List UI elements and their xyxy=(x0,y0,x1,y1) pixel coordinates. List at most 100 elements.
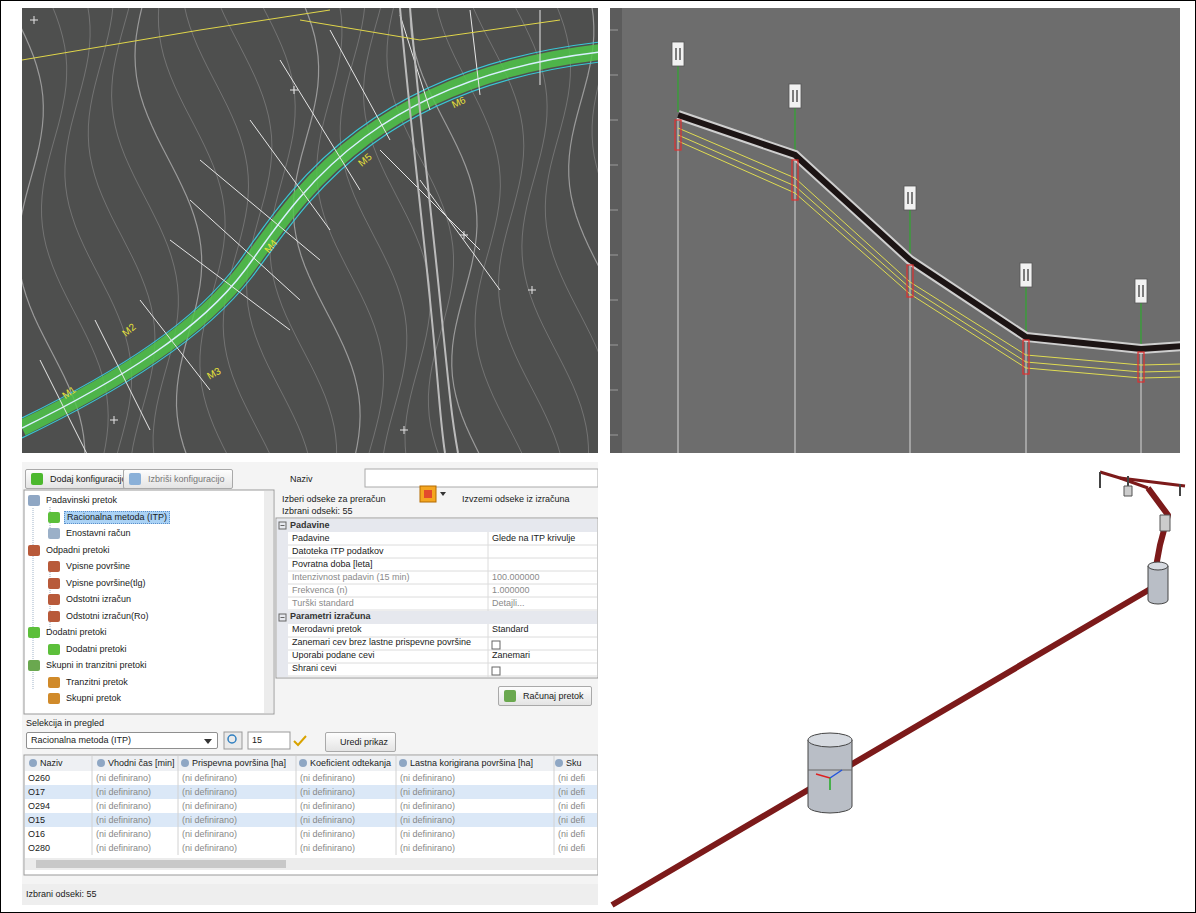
contour-line xyxy=(592,8,598,453)
table-cell: (ni defi xyxy=(558,800,585,813)
profile-background xyxy=(610,8,1180,453)
ui-label: Glede na ITP krivulje xyxy=(492,532,575,545)
table-cell: (ni definirano) xyxy=(400,814,455,827)
status-bar xyxy=(22,884,598,905)
ui-label: 100.000000 xyxy=(492,571,540,584)
icon xyxy=(48,528,60,539)
ui-label: O260 xyxy=(28,772,50,785)
table-cell: (ni defi xyxy=(558,772,585,785)
contour-line xyxy=(135,8,202,453)
table-cell: (ni definirano) xyxy=(400,800,455,813)
ui-label: Parametri izračuna xyxy=(290,610,371,623)
pipeline-route xyxy=(22,8,598,453)
axis-ticks xyxy=(610,30,618,435)
property-grid xyxy=(276,518,598,678)
icon xyxy=(48,512,60,523)
icon xyxy=(29,759,37,767)
ui-label: 1.000000 xyxy=(492,584,530,597)
table-grid xyxy=(92,756,554,855)
table-cell: (ni definirano) xyxy=(96,842,151,855)
icon xyxy=(48,594,60,605)
table-cell: (ni definirano) xyxy=(400,786,455,799)
ui-label: O294 xyxy=(28,800,50,813)
ui-label: Merodavni pretok xyxy=(292,623,362,636)
contour-line xyxy=(569,8,598,453)
ui-label: Intenzivnost padavin (15 min) xyxy=(292,571,410,584)
ui-label: Skupni pretok xyxy=(64,692,123,705)
ui-label: Dodatni pretoki xyxy=(44,626,109,639)
property-gutter xyxy=(277,519,288,677)
contour-line xyxy=(545,8,598,453)
button-text: Racionalna metoda (ITP) xyxy=(31,735,131,745)
manhole-3d xyxy=(808,733,852,813)
ui-label: Racionalna metoda (ITP) xyxy=(64,511,170,524)
table-cell: (ni definirano) xyxy=(300,842,355,855)
icon xyxy=(48,561,60,572)
column-header: Prispevna površina [ha] xyxy=(192,757,286,770)
ui-label: O280 xyxy=(28,842,50,855)
search-button xyxy=(224,732,242,749)
table-scrollbar xyxy=(25,858,597,870)
ui-label: Tranzitni pretok xyxy=(64,676,130,689)
icon xyxy=(28,545,40,556)
table-cell: (ni defi xyxy=(558,786,585,799)
table-cell: (ni defi xyxy=(558,814,585,827)
button-text: Dodaj konfiguracijo xyxy=(50,474,127,484)
view3d-background xyxy=(610,462,1180,905)
ui-label: 15 xyxy=(252,734,262,747)
ui-label: Povratna doba [leta] xyxy=(292,558,373,571)
ui-label: Vpisne površine(tlg) xyxy=(64,577,148,590)
contour-line xyxy=(158,8,233,453)
select-icon xyxy=(420,486,446,502)
table-cell: (ni definirano) xyxy=(182,814,237,827)
table-cell: (ni definirano) xyxy=(300,828,355,841)
category-row xyxy=(277,611,597,624)
scroll-thumb xyxy=(36,860,286,868)
contour-line xyxy=(364,8,431,453)
ui-label: Odstotni izračun xyxy=(64,593,133,606)
icon xyxy=(48,611,60,622)
ui-label: Frekvenca (n) xyxy=(292,584,348,597)
panel-gap xyxy=(22,453,1180,462)
ui-label: Izberi odseke za preračun xyxy=(282,493,386,506)
icon xyxy=(181,759,189,767)
button-icon xyxy=(504,690,516,702)
icon xyxy=(28,660,40,671)
table-cell: (ni definirano) xyxy=(300,786,355,799)
column-header: Naziv xyxy=(40,757,63,770)
icon xyxy=(48,677,60,688)
column-header: Sku xyxy=(566,757,582,770)
search-icon xyxy=(228,735,236,743)
column-header: Lastna korigirana površina [ha] xyxy=(410,757,533,770)
column-header: Vhodni čas [min] xyxy=(108,757,175,770)
table-cell: (ni definirano) xyxy=(300,772,355,785)
push-button: Računaj pretok xyxy=(498,686,592,706)
ui-label: O16 xyxy=(28,828,45,841)
contour-lines xyxy=(22,8,598,453)
tree-panel xyxy=(24,490,274,714)
button-text: Izbriši konfiguracijo xyxy=(148,474,225,484)
ui-label: Izbrani odseki: 55 xyxy=(26,888,97,901)
table-cell: (ni definirano) xyxy=(400,828,455,841)
column-header: Koeficient odtekanja xyxy=(310,757,391,770)
profile-axis xyxy=(610,8,622,453)
table-cell: (ni definirano) xyxy=(182,800,237,813)
table-header xyxy=(25,756,597,771)
ui-label: O15 xyxy=(28,814,45,827)
pipe-3d xyxy=(612,472,1185,905)
table-cell: (ni definirano) xyxy=(300,800,355,813)
table-cell: (ni definirano) xyxy=(182,772,237,785)
ui-label: Padavine xyxy=(290,519,330,532)
contour-line xyxy=(293,8,360,453)
category-row xyxy=(277,519,597,532)
ui-label: Turški standard xyxy=(292,597,354,610)
button-icon xyxy=(31,473,43,485)
button-icon xyxy=(129,473,141,485)
results-table xyxy=(24,755,598,875)
ui-label: Dodatni pretoki xyxy=(64,643,129,656)
icon xyxy=(48,578,60,589)
table-cell: (ni definirano) xyxy=(96,786,151,799)
table-row-alt xyxy=(25,785,597,799)
button-text: Uredi prikaz xyxy=(340,737,388,747)
button-text: Računaj pretok xyxy=(523,691,584,701)
